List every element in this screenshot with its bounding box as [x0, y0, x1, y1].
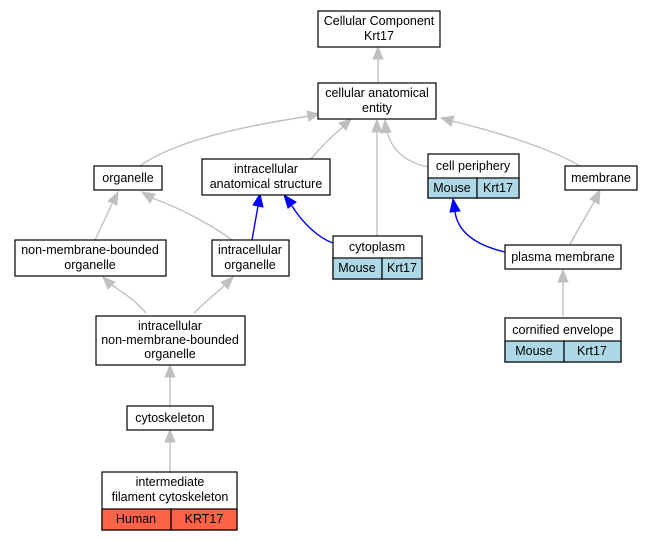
edge-nmbo-to-organelle [94, 203, 113, 241]
species-label: Human [116, 512, 156, 526]
edge-intorg-to-organelle [151, 197, 233, 241]
node-label: intracellular [234, 162, 298, 176]
node-label: filament cytoskeleton [112, 490, 229, 504]
node-label: organelle [102, 171, 153, 185]
edge-ias-to-cae [309, 126, 344, 161]
node-cornified-envelope[interactable]: cornified envelope Mouse Krt17 [504, 317, 622, 363]
node-label: organelle [64, 258, 115, 272]
node-label: entity [362, 101, 393, 115]
node-label: organelle [144, 347, 195, 361]
node-intracellular-anatomical-structure[interactable]: intracellular anatomical structure [201, 158, 331, 196]
edge-cytoplasm-to-ias [291, 205, 334, 244]
node-intermediate-filament-cytoskeleton[interactable]: intermediate filament cytoskeleton Human… [101, 471, 238, 531]
edge-plasma-to-cellper [454, 211, 506, 253]
gene-cell [476, 177, 520, 199]
nodes: Cellular Component Krt17 cellular anatom… [14, 10, 638, 531]
species-label: Mouse [515, 344, 553, 358]
edges [94, 45, 601, 472]
edge-cellper-to-cae [386, 131, 429, 168]
arrowhead [140, 191, 156, 204]
node-cellular-anatomical-entity[interactable]: cellular anatomical entity [317, 82, 437, 120]
node-label: intracellular [138, 319, 202, 333]
node-label: non-membrane-bounded [21, 243, 159, 257]
edge-organelle-to-cae [139, 115, 311, 167]
arrowhead [164, 428, 176, 443]
node-label: cellular anatomical [325, 86, 429, 100]
arrowhead [371, 118, 383, 133]
node-label: cytoplasm [349, 240, 405, 254]
node-cytoplasm[interactable]: cytoplasm Mouse Krt17 [332, 235, 423, 280]
node-label: cornified envelope [512, 323, 614, 337]
arrowhead [164, 363, 176, 378]
node-organelle[interactable]: organelle [93, 165, 163, 191]
arrowhead [439, 115, 455, 127]
node-label: intermediate [136, 475, 205, 489]
edge-inmbo-to-intorg [193, 285, 225, 314]
gene-label: Krt17 [577, 344, 607, 358]
gene-cell [170, 508, 238, 531]
arrowhead [449, 197, 461, 213]
node-label: membrane [571, 171, 631, 185]
node-label: Krt17 [364, 29, 394, 43]
node-label: anatomical structure [210, 177, 323, 191]
node-intracellular-organelle[interactable]: intracellular organelle [211, 239, 290, 277]
arrowhead [380, 118, 392, 134]
gene-cell [563, 340, 622, 363]
arrowhead [557, 268, 569, 283]
node-membrane[interactable]: membrane [564, 165, 638, 191]
gene-cell [381, 257, 423, 280]
node-cytoskeleton[interactable]: cytoskeleton [126, 405, 214, 431]
gene-label: Krt17 [483, 181, 513, 195]
node-label: non-membrane-bounded [101, 333, 239, 347]
gene-label: Krt17 [387, 261, 417, 275]
arrowhead [102, 276, 116, 290]
node-label: organelle [224, 258, 275, 272]
node-label: intracellular [218, 243, 282, 257]
edge-inmbo-to-nmbo [111, 284, 147, 314]
node-cellular-component[interactable]: Cellular Component Krt17 [317, 10, 441, 48]
gene-label: KRT17 [185, 512, 224, 526]
node-non-membrane-bounded-organelle[interactable]: non-membrane-bounded organelle [14, 239, 167, 277]
node-label: plasma membrane [511, 250, 615, 264]
arrowhead [338, 118, 352, 131]
arrowhead [107, 190, 119, 206]
node-cell-periphery[interactable]: cell periphery Mouse Krt17 [427, 153, 520, 199]
node-label: cell periphery [436, 159, 511, 173]
node-intracellular-non-membrane-bounded-organelle[interactable]: intracellular non-membrane-bounded organ… [95, 315, 246, 366]
edge-membrane-to-cae [451, 120, 581, 167]
species-label: Mouse [433, 181, 471, 195]
node-label: cytoskeleton [135, 411, 205, 425]
arrowhead [220, 276, 234, 290]
edge-plasma-to-membrane [569, 201, 595, 245]
species-label: Mouse [338, 261, 376, 275]
node-label: Cellular Component [324, 14, 435, 28]
arrowhead [306, 110, 321, 122]
node-plasma-membrane[interactable]: plasma membrane [504, 244, 622, 270]
arrowhead [372, 45, 384, 60]
edge-intorg-to-ias [251, 205, 259, 241]
arrowhead [589, 188, 601, 205]
arrowhead [283, 193, 297, 209]
arrowhead [252, 192, 264, 208]
